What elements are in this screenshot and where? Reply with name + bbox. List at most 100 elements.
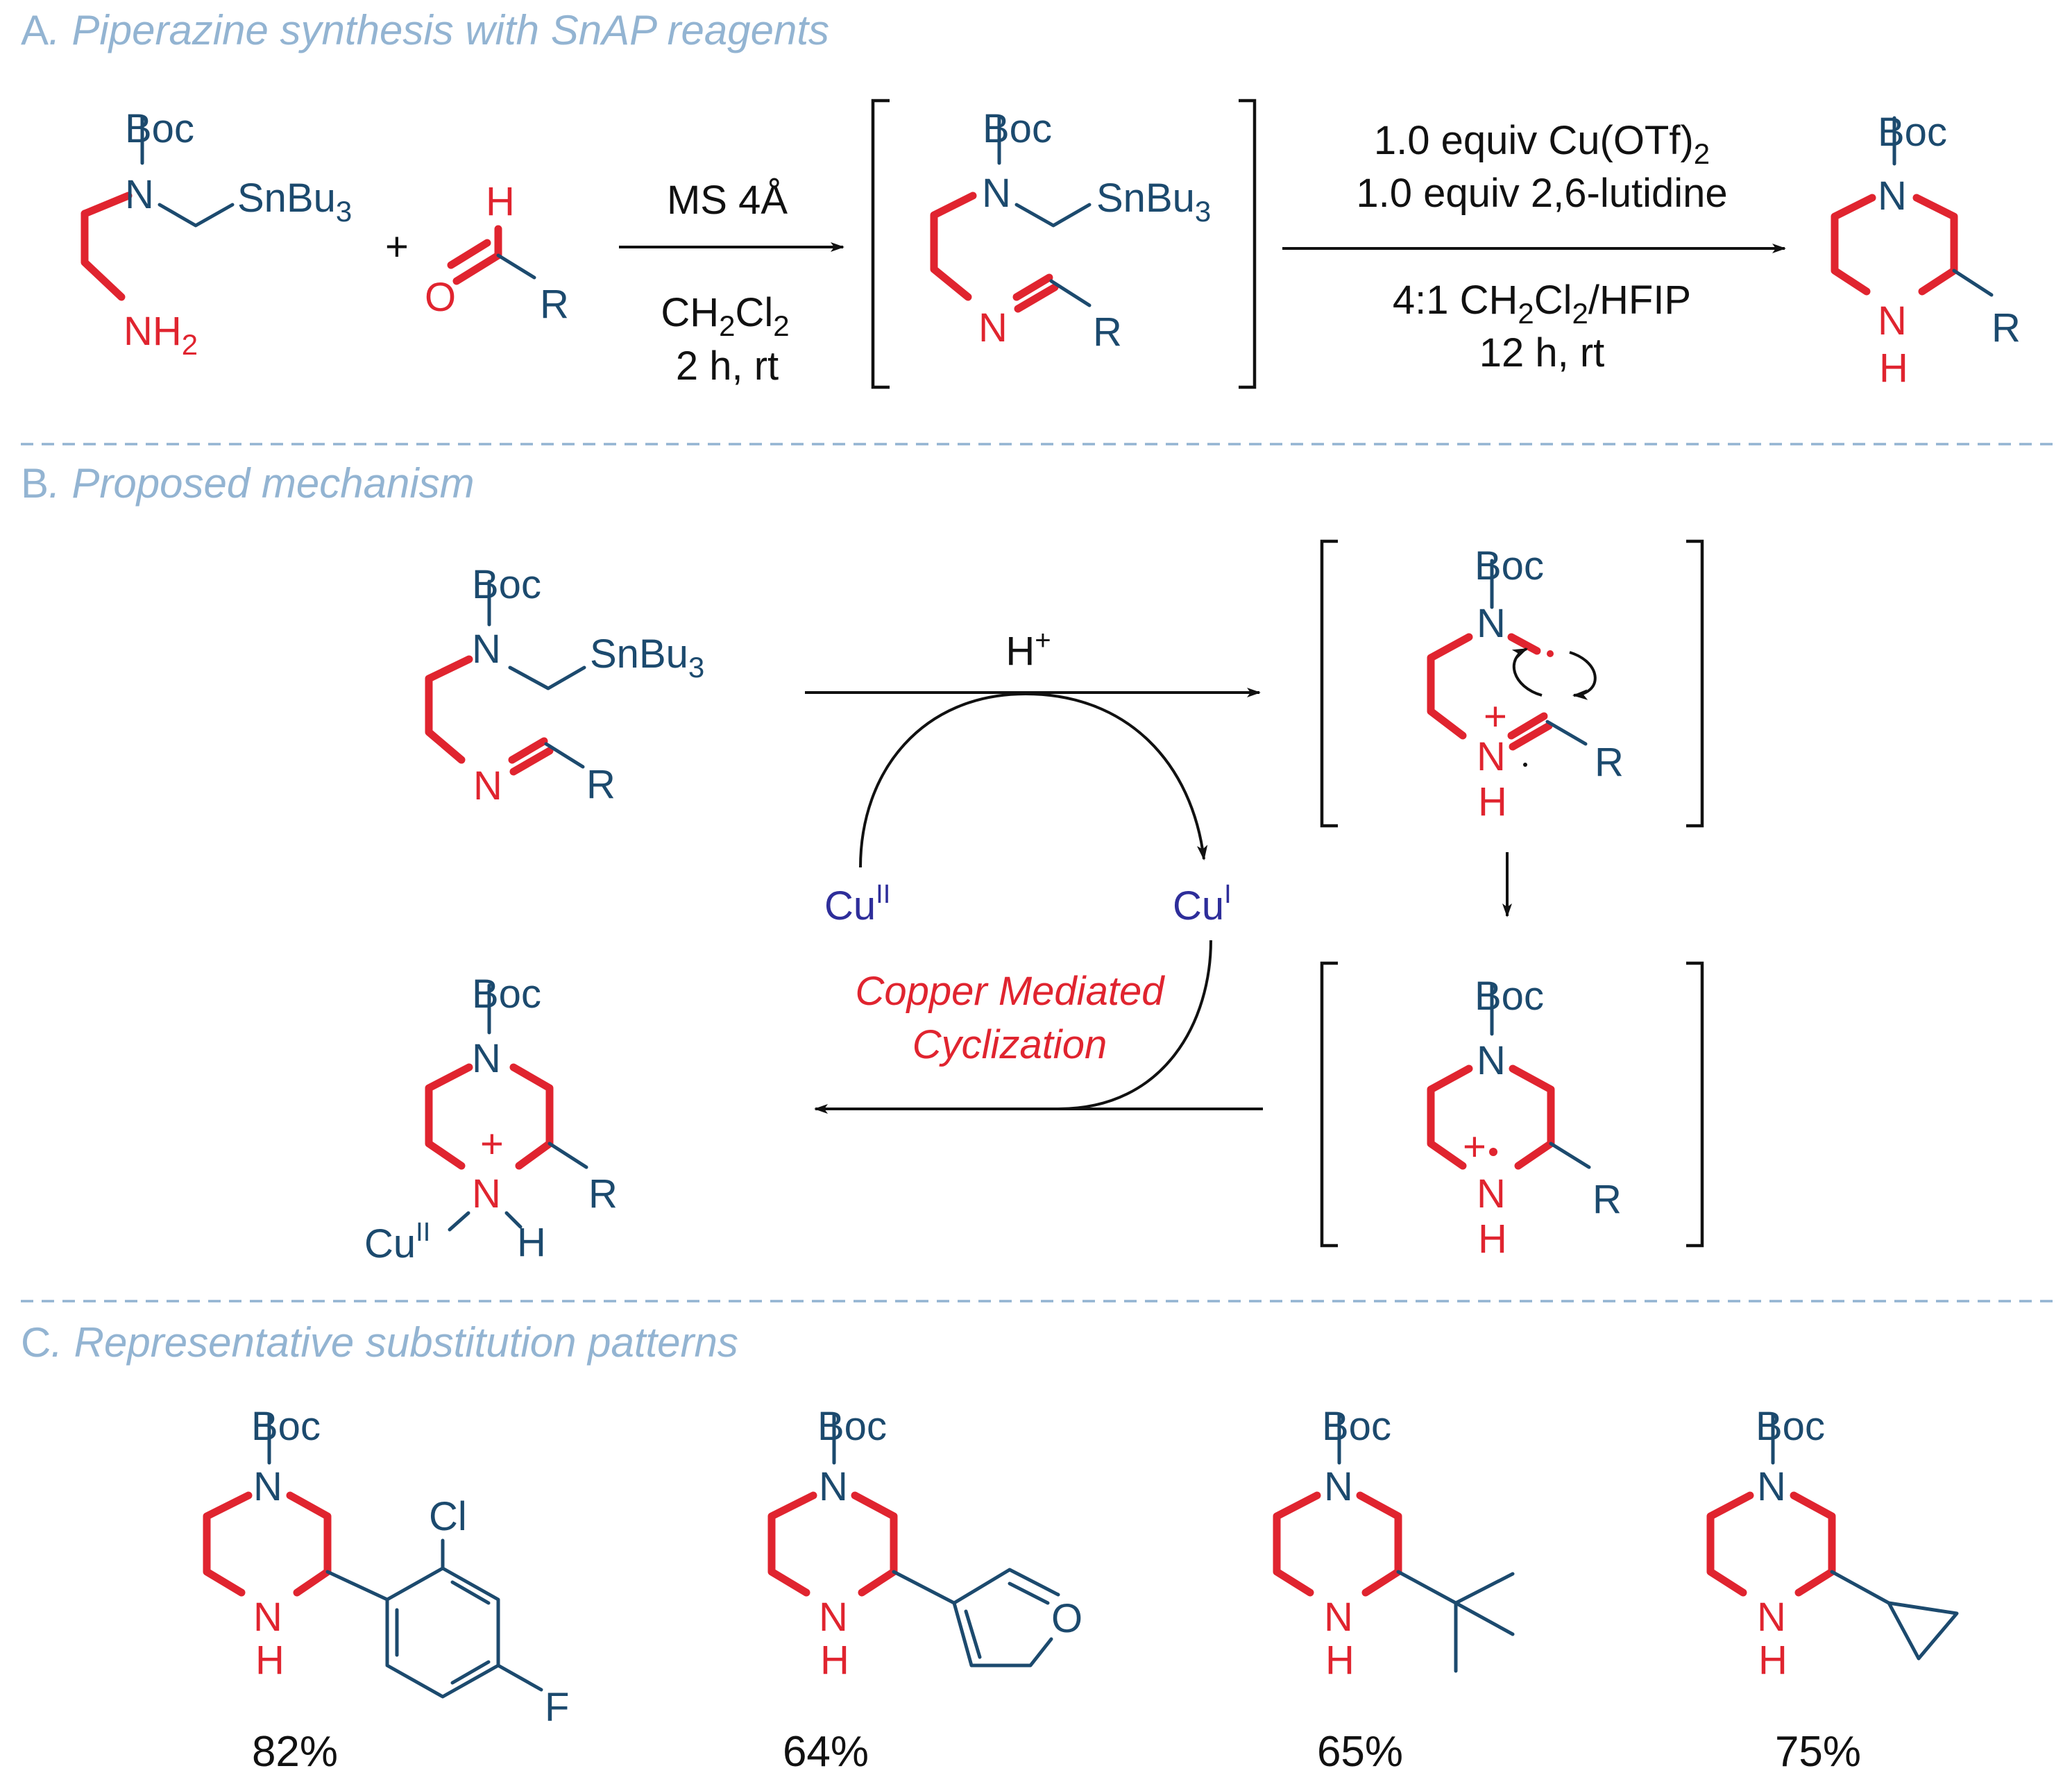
section-c-title: . Representative substitution patterns: [51, 1319, 738, 1366]
snbu3-label: SnBu3: [590, 631, 704, 684]
plus-charge: +: [1484, 694, 1507, 739]
r-label: R: [1595, 740, 1624, 785]
radical-dot-small: [1523, 763, 1527, 767]
nh-h-label: H: [1758, 1638, 1787, 1683]
boc-label: Boc: [251, 1404, 321, 1449]
cycle-label-line2: Cyclization: [912, 1022, 1107, 1067]
nh-n-label: N: [253, 1595, 282, 1640]
n-label: N: [982, 171, 1011, 216]
n-label: N: [1878, 173, 1907, 219]
boc-label: Boc: [1756, 1404, 1825, 1449]
plus-sign: +: [385, 224, 409, 269]
copper-complex-product: Boc N + N R H CuII: [364, 972, 618, 1266]
cu-ii-label: CuII: [824, 880, 890, 928]
r-label: R: [540, 282, 569, 327]
n-label: N: [1477, 1038, 1506, 1083]
section-a-title: . Piperazine synthesis with SnAP reagent…: [49, 7, 829, 53]
radical-intermediate: Boc N + N H R: [1427, 543, 1624, 824]
step1-solvent: CH2Cl2: [661, 290, 789, 342]
n-label: N: [125, 172, 154, 217]
bracket-right: [1239, 99, 1257, 389]
imine-n-label: N: [473, 763, 502, 808]
example-1: Boc N N H Cl F 82%: [203, 1404, 569, 1773]
yield-1: 82%: [252, 1728, 338, 1773]
n-label: N: [1324, 1464, 1353, 1509]
o-label: O: [425, 275, 456, 320]
f-label: F: [545, 1685, 569, 1730]
aldehyde: H O R: [425, 179, 569, 327]
nh-n-label: N: [1324, 1595, 1353, 1640]
boc-label: Boc: [1322, 1404, 1391, 1449]
step1-reagent: MS 4Å: [667, 178, 788, 223]
n-label: N: [819, 1464, 848, 1509]
cu-i-label: CuI: [1173, 880, 1232, 928]
step2-solvent: 4:1 CH2Cl2/HFIP: [1393, 278, 1691, 330]
cl-label: Cl: [429, 1494, 467, 1539]
svg-text:C. Representative substitution: C. Representative substitution patterns: [21, 1319, 738, 1366]
step1-time: 2 h, rt: [676, 343, 779, 389]
example-4: Boc N N H 75%: [1706, 1404, 1959, 1773]
svg-text:B. Proposed mechanism: B. Proposed mechanism: [21, 460, 475, 507]
acid-label: H+: [1005, 625, 1051, 674]
plus-charge: +: [1463, 1124, 1486, 1169]
svg-text:A. Piperazine synthesis with S: A. Piperazine synthesis with SnAP reagen…: [21, 7, 829, 53]
nh-h-label: H: [255, 1638, 285, 1683]
cycle-arc-bottom: [1058, 940, 1212, 1110]
section-b-title: . Proposed mechanism: [49, 460, 475, 507]
imine-substrate: Boc N SnBu3 N R: [425, 562, 704, 808]
boc-label: Boc: [983, 106, 1052, 151]
boc-label: Boc: [817, 1404, 887, 1449]
r-label: R: [1593, 1177, 1622, 1222]
section-b-letter: B: [21, 460, 49, 507]
nh-h-label: H: [1325, 1638, 1355, 1683]
bracket-right: [1686, 539, 1704, 828]
aminium-radical: Boc N + N H R: [1427, 974, 1622, 1262]
plus-charge: +: [480, 1121, 504, 1167]
iminium-n-label: N: [1477, 734, 1506, 779]
cycle-arc-top: [859, 692, 1208, 868]
r-label: R: [1992, 305, 2021, 350]
ammonium-n-label: N: [472, 1171, 501, 1216]
section-b-header: B. Proposed mechanism: [21, 460, 475, 507]
snap-reagent: Boc N SnBu3 NH2: [80, 106, 352, 361]
h-label: H: [486, 179, 515, 224]
radical-dot: [1547, 650, 1554, 657]
n-label: N: [1757, 1464, 1786, 1509]
example-3: Boc N N H 65%: [1273, 1404, 1515, 1773]
cycle-label-line1: Copper Mediated: [856, 969, 1166, 1014]
step2-reagent-1: 1.0 equiv Cu(OTf)2: [1374, 118, 1710, 170]
section-a-header: A. Piperazine synthesis with SnAP reagen…: [21, 7, 829, 53]
o-label: O: [1051, 1596, 1082, 1641]
snbu3-label: SnBu3: [237, 176, 352, 228]
section-a-letter: A: [21, 7, 49, 53]
imine-n-label: N: [978, 305, 1008, 350]
r-label: R: [586, 762, 615, 807]
r-label: R: [1093, 309, 1122, 355]
bracket-right: [1686, 961, 1704, 1248]
n-label: N: [253, 1464, 282, 1509]
boc-label: Boc: [1475, 543, 1544, 588]
section-c-header: C. Representative substitution patterns: [21, 1319, 738, 1366]
bracket-left: [871, 99, 890, 389]
h-label: H: [517, 1220, 546, 1265]
product-piperazine: Boc N N H R: [1831, 110, 2021, 391]
imine-intermediate: Boc N SnBu3 N R: [930, 106, 1211, 355]
step2-reagent-2: 1.0 equiv 2,6-lutidine: [1356, 171, 1727, 216]
step2-time: 12 h, rt: [1479, 330, 1605, 375]
example-2: Boc N N H O 64%: [767, 1404, 1082, 1773]
n-label: N: [472, 627, 501, 672]
nh-n-label: N: [1757, 1595, 1786, 1640]
boc-label: Boc: [472, 972, 541, 1017]
bracket-left: [1320, 961, 1338, 1248]
nh-h-label: H: [820, 1638, 849, 1683]
nh-n-label: N: [819, 1595, 848, 1640]
yield-4: 75%: [1775, 1728, 1861, 1773]
nh-h-label: H: [1879, 346, 1908, 391]
nh-n-label: N: [1878, 298, 1907, 343]
r-label: R: [588, 1171, 618, 1216]
snbu3-label: SnBu3: [1096, 176, 1211, 228]
aminium-n-label: N: [1477, 1171, 1506, 1216]
boc-label: Boc: [472, 562, 541, 607]
iminium-h-label: H: [1478, 779, 1507, 824]
